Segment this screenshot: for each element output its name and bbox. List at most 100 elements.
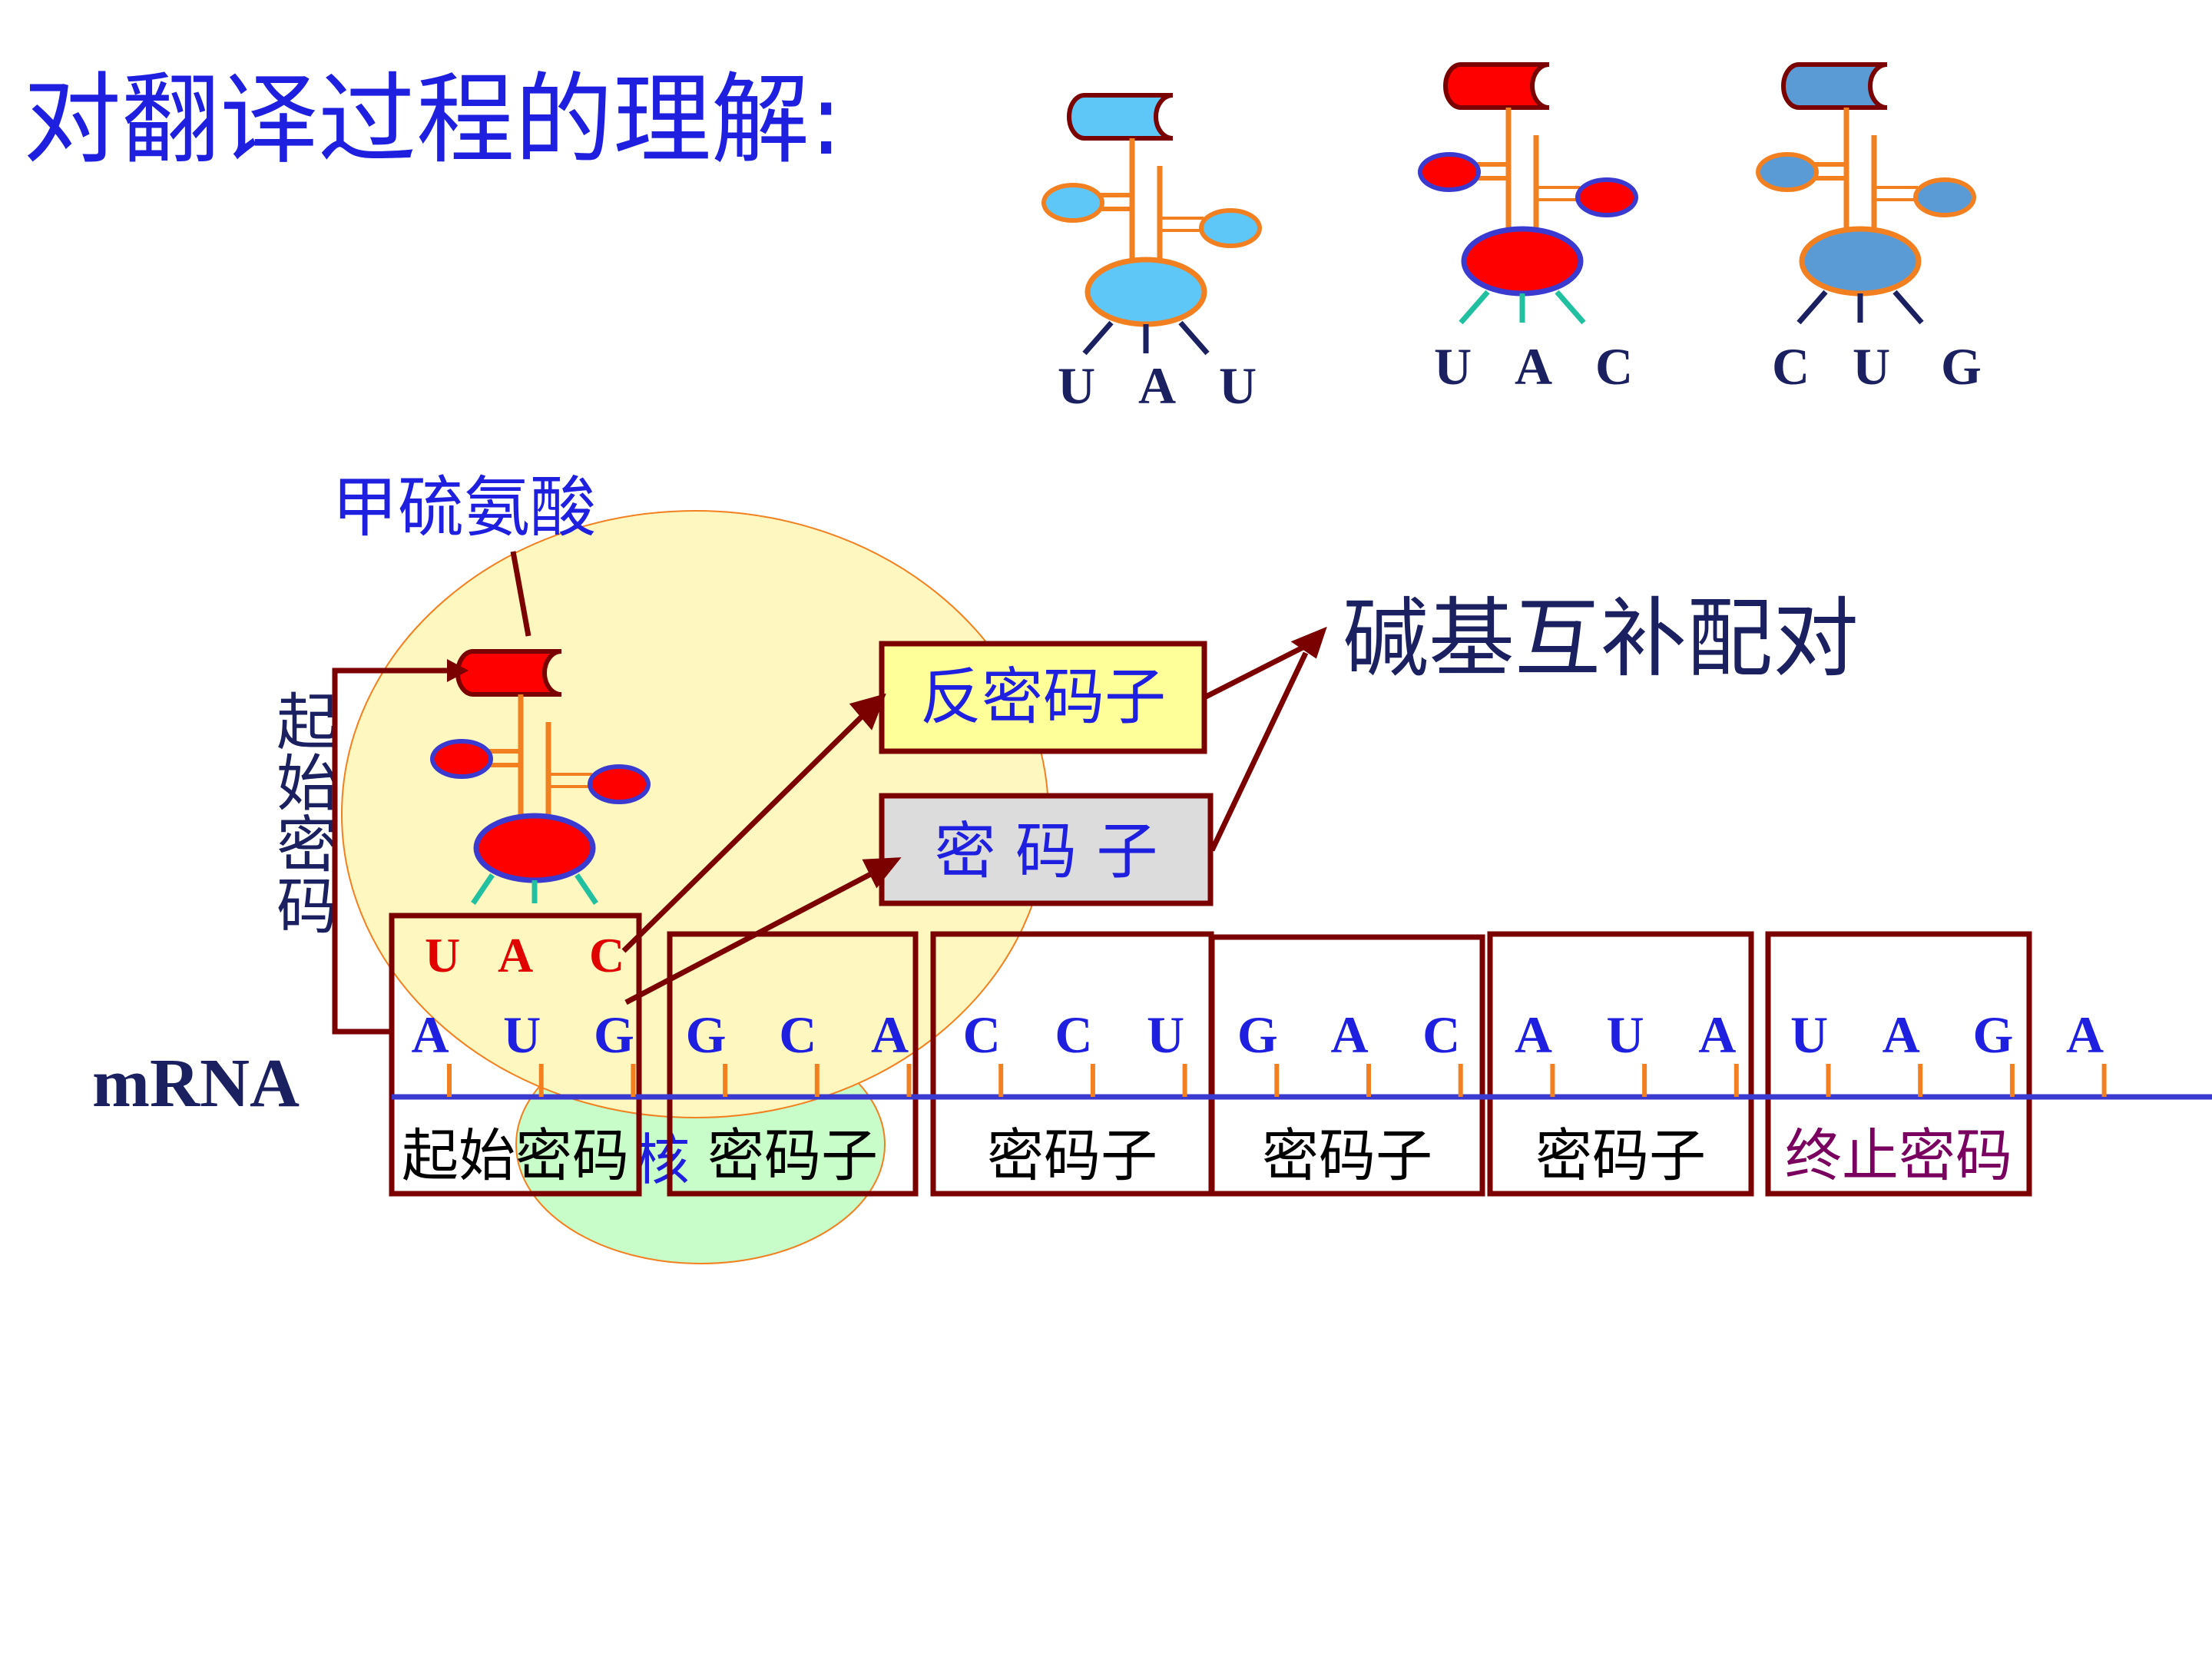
anticodon-leg [1459,290,1490,325]
anticodon-base: U [1219,356,1257,415]
mrna-base: C [1055,1005,1092,1064]
bracket-arrowhead [447,659,469,682]
mrna-base: U [503,1005,541,1064]
mrna-base: A [1698,1005,1736,1064]
page-title: 对翻译过程的理解: [23,63,843,177]
ribosome-anticodon-base: U [425,928,460,982]
mrna-base: C [963,1005,1001,1064]
arrow-anticodon-to-pairing [1204,642,1309,700]
mrna-base: G [1237,1005,1278,1064]
d-loop [1418,152,1481,192]
start-codon-vertical-label: 起始密码 [276,687,338,942]
anticodon-leg [1178,320,1210,356]
ribosome-anticodon-base: A [498,928,533,982]
codon-label: 密码子 [707,1123,878,1189]
mrna-base: A [871,1005,909,1064]
mrna-base: C [779,1005,816,1064]
codon-frame-1: 起始密码 [389,913,642,1197]
d-loop [1756,152,1819,192]
mrna-base: G [686,1005,727,1064]
amino-acid-cap [1067,93,1174,141]
vertical-label-char: 始 [276,748,338,820]
codon-frame-4: 密码子 [1209,934,1485,1197]
codon-label: 密码子 [1262,1123,1432,1189]
mrna-base: A [1883,1005,1920,1064]
codon-frame [1765,931,2032,1197]
anticodon-leg [1892,290,1924,325]
t-loop [1199,208,1262,248]
mrna-base: U [1790,1005,1828,1064]
mrna-base: A [2066,1005,2104,1064]
anticodon-box-label: 反密码子 [920,661,1166,733]
codon-frame [389,913,642,1197]
codon-label: 起始密码 [402,1123,629,1189]
codon-label: 密码子 [1535,1123,1706,1189]
vertical-label-char: 密 [276,810,338,881]
anticodon-loop [1461,226,1584,296]
codon-box-label: 密 码 子 [935,816,1158,887]
mrna-base: G [1972,1005,2013,1064]
anticodon-leg [1555,290,1586,325]
t-loop [1575,177,1638,217]
d-loop [1041,183,1104,223]
anticodon-base: U [1058,356,1095,415]
anticodon-leg [1796,290,1828,325]
mrna-base: G [594,1005,634,1064]
mrna-label: mRNA [92,1045,300,1121]
d-loop [430,739,493,779]
anticodon-leg [471,873,495,905]
mrna-base: A [1330,1005,1368,1064]
anticodon-loop [1799,226,1922,296]
amino-acid-cap [1443,62,1550,110]
mrna-base: A [411,1005,449,1064]
anticodon-base: U [1853,337,1890,396]
codon-frame-5: 密码子 [1487,931,1754,1197]
mrna-base: U [1147,1005,1184,1064]
arrow-codon-to-pairing [1209,651,1309,852]
anticodon-base: C [1772,337,1810,396]
base-pairing-label: 碱基互补配对 [1343,589,1859,689]
occluded-label: 核 [634,1128,690,1192]
t-loop [588,764,651,804]
anticodon-loop [1084,257,1207,327]
codon-frame [667,931,919,1197]
anticodon-loop [473,813,596,883]
vertical-label-char: 码 [276,871,338,942]
t-loop [1913,177,1976,217]
anticodon-base: G [1941,337,1982,396]
amino-acid-pointer [510,551,531,637]
amino-acid-label: 甲硫氨酸 [332,469,596,546]
mrna-base: U [1607,1005,1644,1064]
amino-acid-cap [1781,62,1888,110]
codon-frame-6: 终止密码 [1765,931,2032,1197]
anticodon-base: U [1434,337,1472,396]
mrna-base: A [1515,1005,1552,1064]
codon-frames: 起始密码 密码子 密码子 密码子 密码子 终止密码 [389,913,2032,1197]
arrow-to-anticodon [621,708,870,953]
mrna-base: C [1422,1005,1460,1064]
codon-label: 密码子 [987,1123,1157,1189]
start-codon-bracket [332,668,453,1035]
codon-label: 终止密码 [1785,1123,2012,1189]
anticodon-leg [1082,320,1114,356]
anticodon-base: C [1595,337,1633,396]
base-ticks [447,1064,2107,1097]
anticodon-base: A [1515,337,1552,396]
anticodon-leg [575,873,598,905]
anticodon-box [879,641,1207,754]
codon-frame [1209,934,1485,1197]
codon-frame-3: 密码子 [930,931,1214,1197]
ribosome-anticodon-base: C [589,928,624,982]
codon-frame [1487,931,1754,1197]
vertical-label-char: 起 [276,687,338,758]
codon-box [879,793,1214,906]
amino-acid-cap [455,649,562,697]
